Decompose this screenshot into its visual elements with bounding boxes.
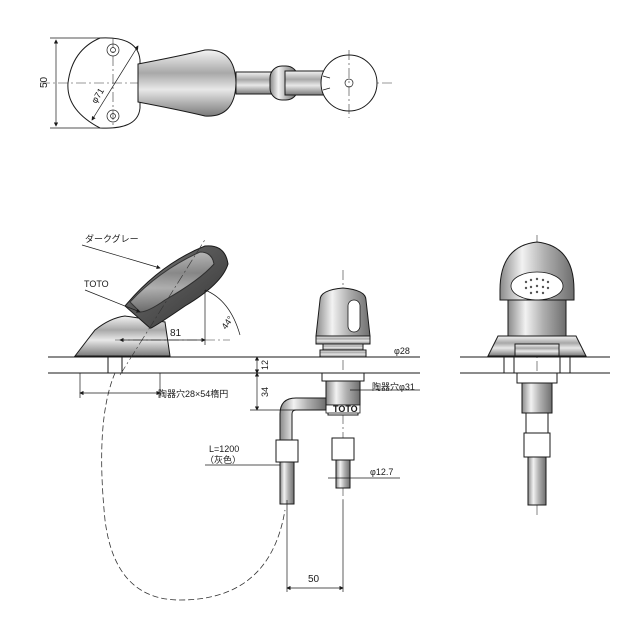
top-view: 50 φ71 [39, 37, 395, 129]
nozzle-dots [524, 277, 550, 295]
dim-diameter-label: φ71 [89, 86, 106, 105]
dim-offset-label: 50 [308, 574, 320, 585]
label-length-color: （灰色） [205, 454, 241, 465]
dim-reach-label: 81 [170, 328, 182, 339]
right-view [460, 235, 610, 515]
hose-elbow [279, 397, 327, 441]
dim-mid-label: 34 [260, 387, 270, 397]
dim-height-label: 50 [39, 76, 50, 88]
dim-dia-28-label: φ28 [394, 346, 410, 356]
label-brand: TOTO [84, 279, 109, 289]
brand-plate-text: TOTO [333, 404, 358, 414]
side-view: 81 44° ダークグレー TOTO 陶器穴28×54楕円 [48, 233, 420, 601]
label-hole-rect: 陶器穴28×54楕円 [158, 388, 228, 399]
label-length: L=1200 [209, 444, 239, 454]
front-view-handle [315, 287, 371, 337]
hose-path [101, 372, 286, 601]
dim-angle-label: 44° [219, 314, 235, 331]
dim-top-label: 12 [260, 360, 270, 370]
dim-pipe-label: φ12.7 [370, 467, 393, 477]
label-color: ダークグレー [85, 233, 139, 244]
label-hole-round: 陶器穴φ31 [372, 381, 415, 392]
top-view-handle [137, 49, 237, 117]
front-view: TOTO 12 34 φ28 陶器穴φ31 L=1200 （灰色） φ12.7 … [205, 270, 420, 592]
